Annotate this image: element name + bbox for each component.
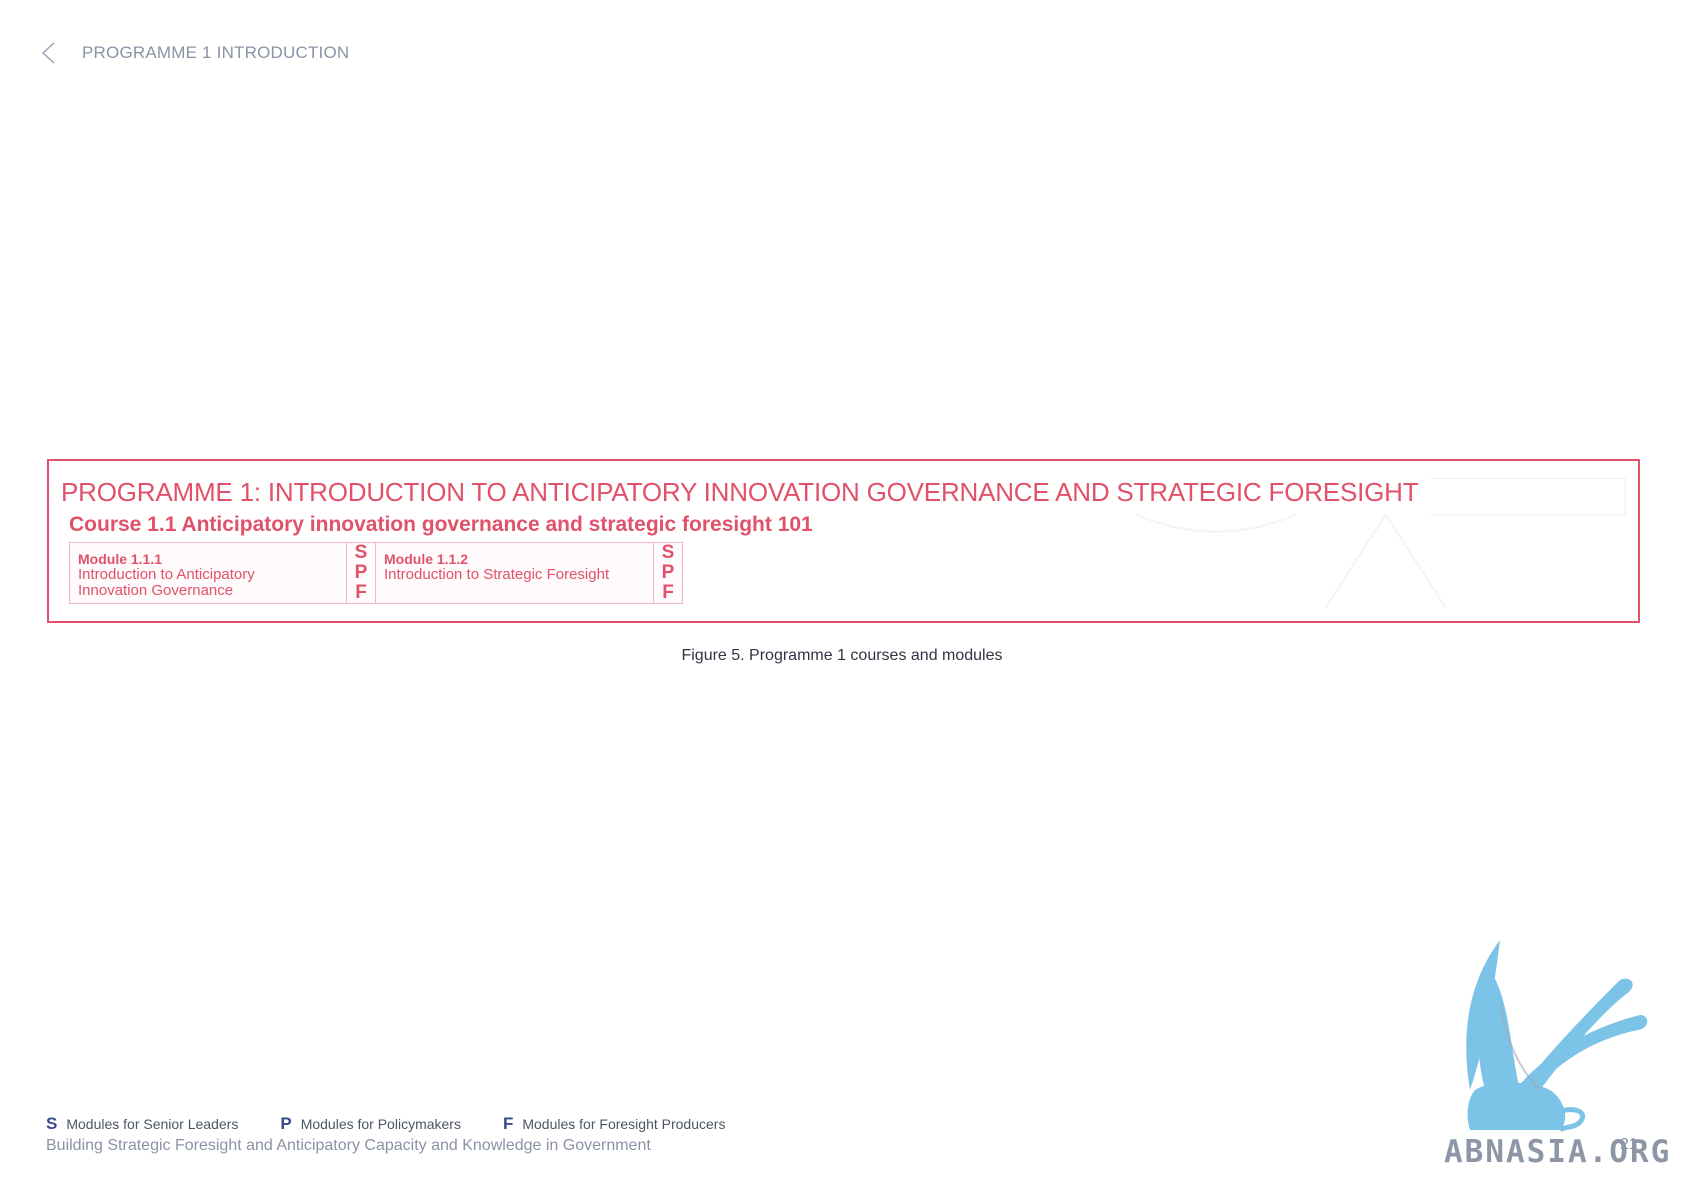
programme-title: PROGRAMME 1: INTRODUCTION TO ANTICIPATOR… <box>61 477 1419 507</box>
tag-policymakers: P <box>661 562 675 583</box>
tag-foresight-producers: F <box>355 582 367 603</box>
footer-title: Building Strategic Foresight and Anticip… <box>46 1137 651 1154</box>
watermark-text: ABNASIA.ORG <box>1444 1134 1672 1170</box>
page-number: 21 <box>1620 1136 1638 1153</box>
griffin-logo-icon <box>1466 940 1648 1133</box>
tag-policymakers: P <box>354 562 368 583</box>
legend-item: P Modules for Policymakers <box>280 1114 461 1134</box>
legend-letter: F <box>502 1114 514 1133</box>
module-name: Introduction to Anticipatory Innovation … <box>78 566 255 599</box>
tag-foresight-producers: F <box>662 582 674 603</box>
tag-senior-leaders: S <box>354 542 368 563</box>
module-list: Module 1.1.1 Introduction to Anticipator… <box>69 542 683 604</box>
top-nav: PROGRAMME 1 INTRODUCTION <box>40 38 349 68</box>
legend-item: S Modules for Senior Leaders <box>46 1114 238 1134</box>
module-card: Module 1.1.2 Introduction to Strategic F… <box>376 542 683 604</box>
legend-letter: P <box>280 1114 292 1133</box>
module-id: Module 1.1.1 <box>78 551 163 567</box>
module-card: Module 1.1.1 Introduction to Anticipator… <box>69 542 376 604</box>
legend-label: Modules for Foresight Producers <box>522 1116 726 1132</box>
audience-tags: S P F <box>653 543 682 603</box>
figure-caption: Figure 5. Programme 1 courses and module… <box>681 647 1003 664</box>
back-button[interactable] <box>40 38 70 68</box>
legend-item: F Modules for Foresight Producers <box>503 1114 725 1134</box>
audience-tags: S P F <box>346 543 375 603</box>
chevron-left-icon <box>41 42 55 64</box>
tag-senior-leaders: S <box>661 542 675 563</box>
course-title: Course 1.1 Anticipatory innovation gover… <box>69 513 813 536</box>
programme-figure: PROGRAMME 1: INTRODUCTION TO ANTICIPATOR… <box>47 459 1640 623</box>
breadcrumb[interactable]: PROGRAMME 1 INTRODUCTION <box>82 43 350 62</box>
legend-label: Modules for Policymakers <box>300 1116 461 1132</box>
legend-label: Modules for Senior Leaders <box>66 1116 239 1132</box>
module-name: Introduction to Strategic Foresight <box>384 566 610 583</box>
legend: S Modules for Senior Leaders P Modules f… <box>46 1114 767 1134</box>
module-id: Module 1.1.2 <box>384 551 469 567</box>
legend-letter: S <box>46 1114 58 1133</box>
